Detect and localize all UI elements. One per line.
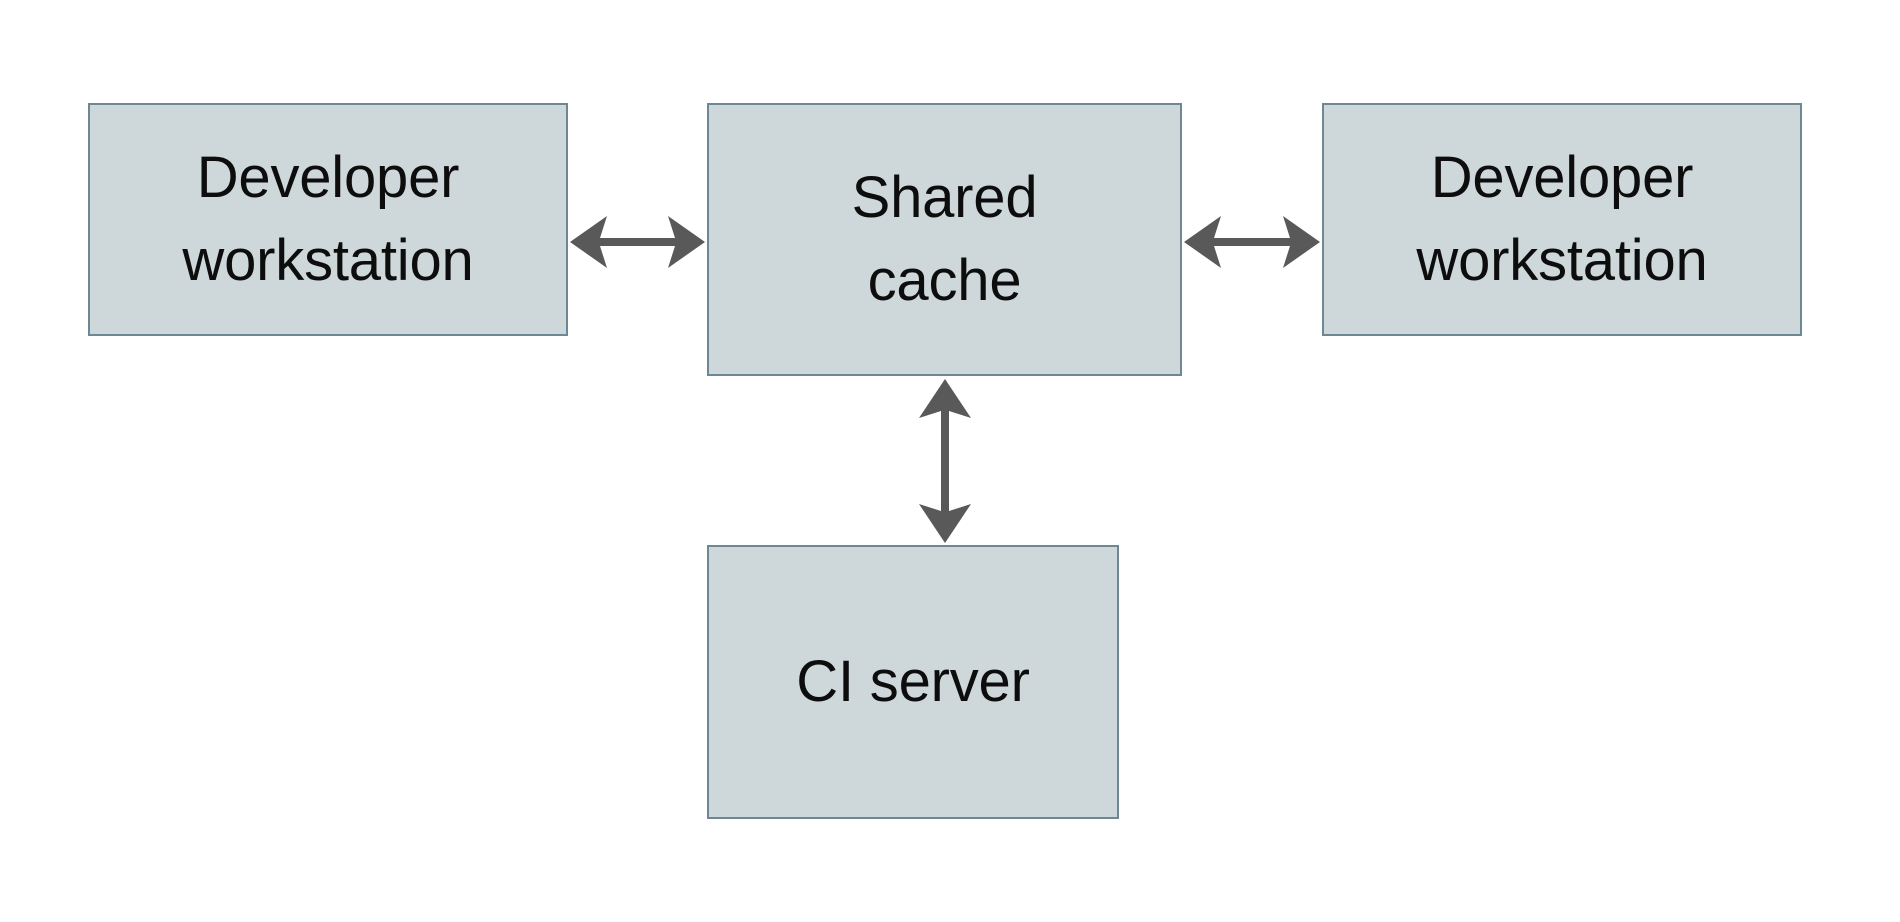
node-label-shared-cache: Shared cache: [851, 165, 1038, 313]
node-developer-workstation-left[interactable]: Developer workstation: [88, 103, 568, 336]
node-label-developer-workstation-right: Developer workstation: [1416, 145, 1708, 293]
connector-left-to-cache: [570, 216, 705, 268]
node-label-ci-server: CI server: [796, 648, 1030, 714]
connector-cache-to-ci: [919, 379, 971, 543]
node-ci-server[interactable]: CI server: [707, 545, 1119, 819]
node-label-developer-workstation-left: Developer workstation: [182, 145, 474, 293]
node-developer-workstation-right[interactable]: Developer workstation: [1322, 103, 1802, 336]
node-shared-cache[interactable]: Shared cache: [707, 103, 1182, 376]
connector-cache-to-right: [1184, 216, 1320, 268]
